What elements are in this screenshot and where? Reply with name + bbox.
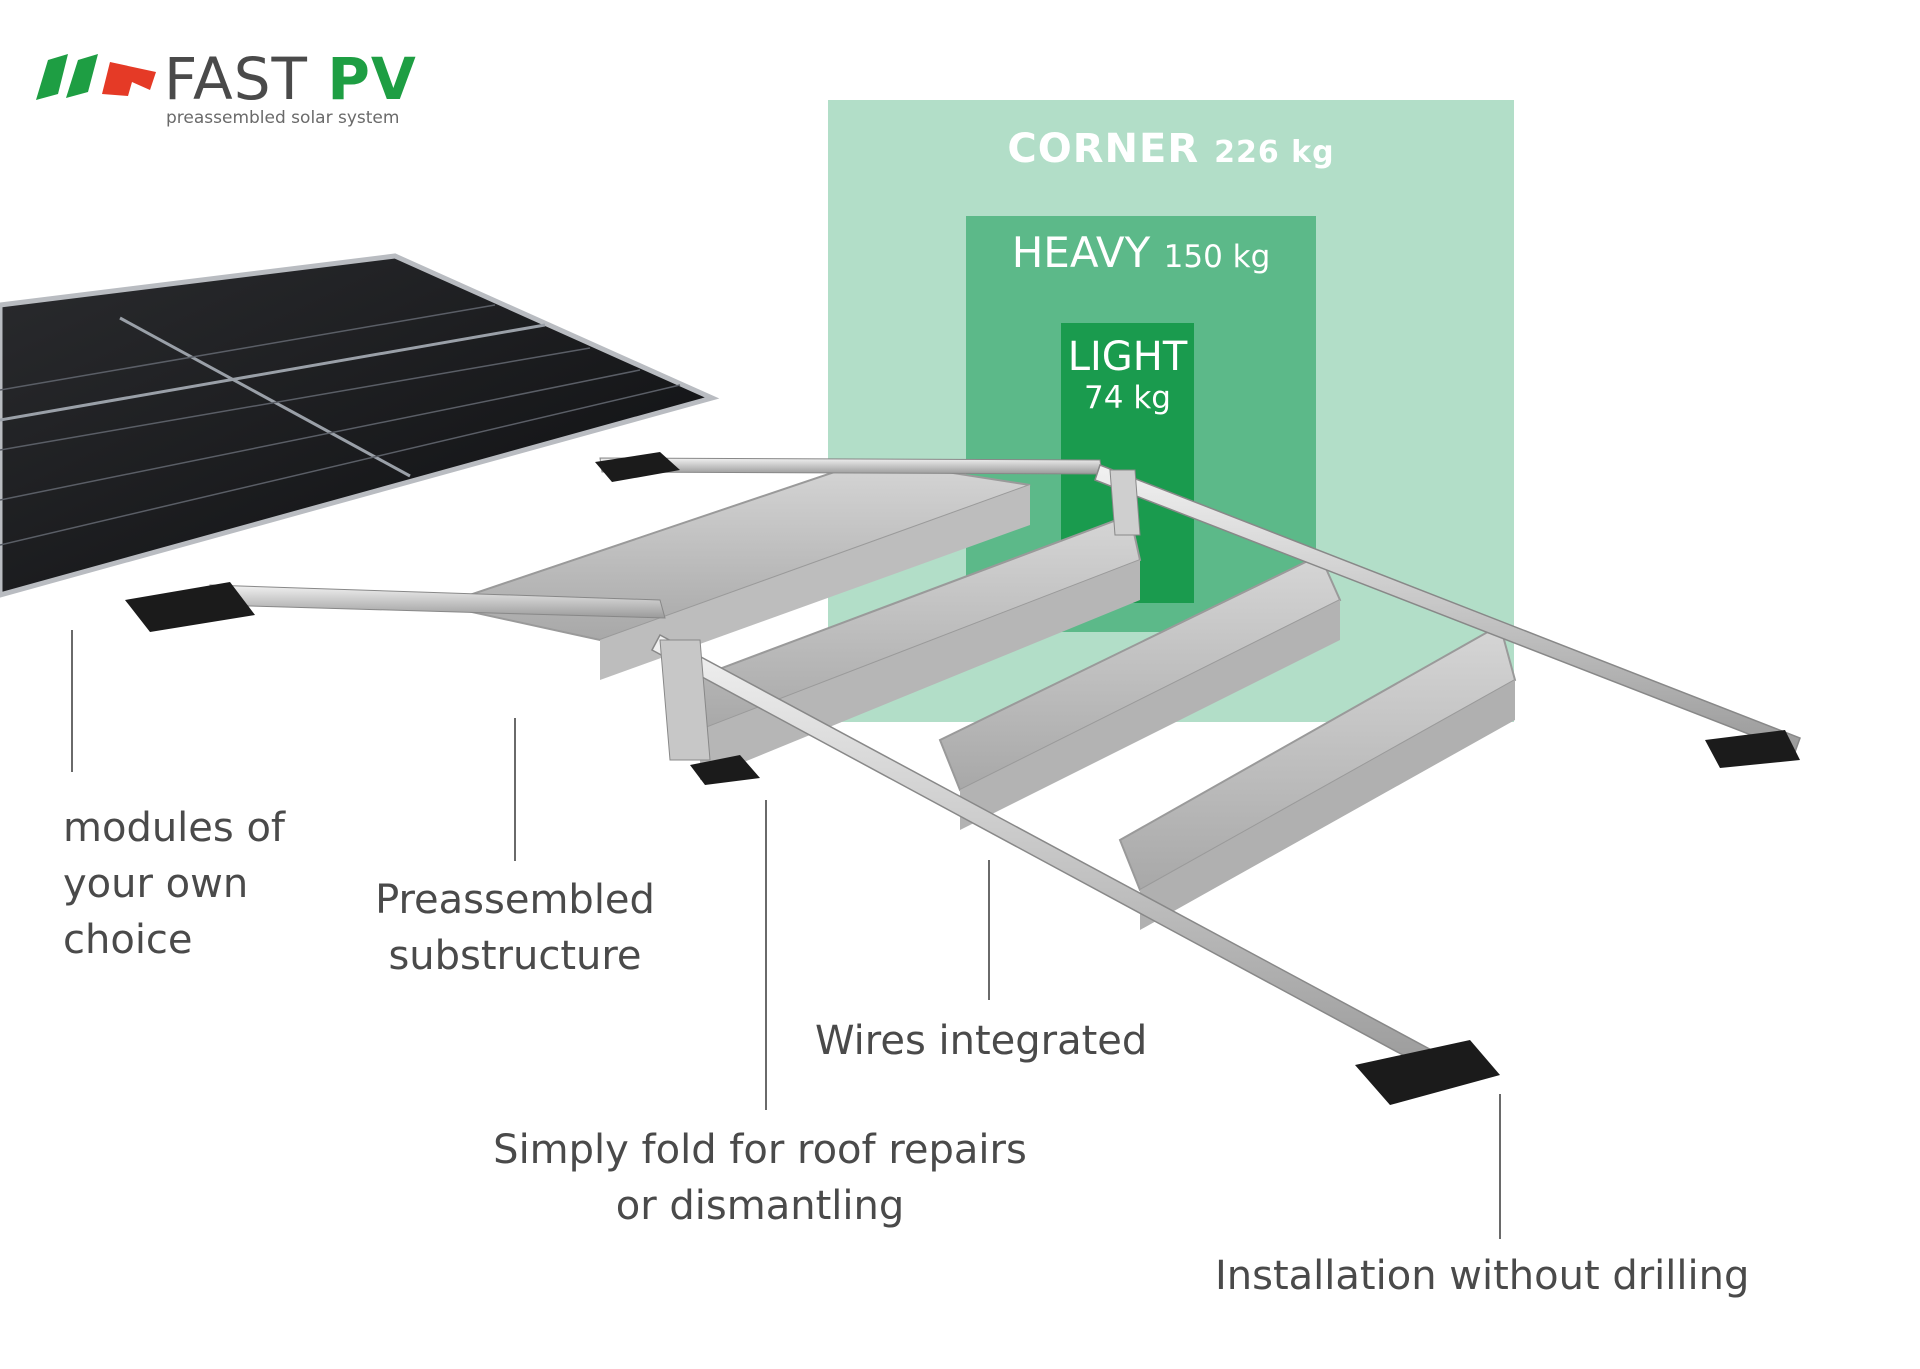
brand-name-part2: PV	[327, 45, 417, 113]
brand-name: FAST PV	[164, 46, 417, 112]
ballast-block	[1140, 680, 1515, 930]
logo-mark-icon	[36, 54, 156, 100]
callout-wires: Wires integrated	[815, 1018, 1148, 1064]
light-zone-name: LIGHT	[1067, 334, 1188, 380]
brand-name-part1: FAST	[164, 45, 328, 113]
corner-zone-weight: 226 kg	[1214, 135, 1335, 170]
callout-line-substructure	[514, 718, 516, 861]
corner-zone-label: CORNER 226 kg	[828, 126, 1514, 172]
foot-pad	[125, 582, 255, 632]
ballast-block	[960, 600, 1340, 830]
heavy-zone-name: HEAVY	[1011, 228, 1151, 277]
ballast-blocks	[436, 458, 1517, 930]
callout-substructure: Preassembled substructure	[375, 877, 655, 979]
brand-logo: FAST PV preassembled solar system	[36, 44, 436, 134]
callout-line-drilling	[1499, 1094, 1501, 1239]
rubber-feet	[125, 452, 1800, 1105]
callout-line-wires	[988, 860, 990, 1000]
callout-line-modules	[71, 630, 73, 772]
corner-zone-name: CORNER	[1007, 126, 1200, 172]
ballast-block	[600, 485, 1030, 680]
brand-tagline: preassembled solar system	[166, 108, 400, 128]
callout-drilling: Installation without drilling	[1215, 1253, 1750, 1299]
callout-modules: modules of your own choice	[63, 805, 286, 963]
heavy-zone-weight: 150 kg	[1163, 239, 1271, 275]
foot-pad	[595, 452, 680, 482]
aluminium-rails	[209, 457, 1801, 1076]
solar-panel	[0, 253, 720, 598]
foot-pad	[1355, 1040, 1500, 1105]
foot-pad	[1705, 730, 1800, 768]
foot-pad	[690, 755, 760, 785]
callout-line-fold	[765, 800, 767, 1110]
callout-fold: Simply fold for roof repairs or dismantl…	[493, 1127, 1027, 1229]
heavy-zone-label: HEAVY 150 kg	[966, 228, 1316, 277]
light-zone-weight: 74 kg	[1084, 380, 1171, 416]
